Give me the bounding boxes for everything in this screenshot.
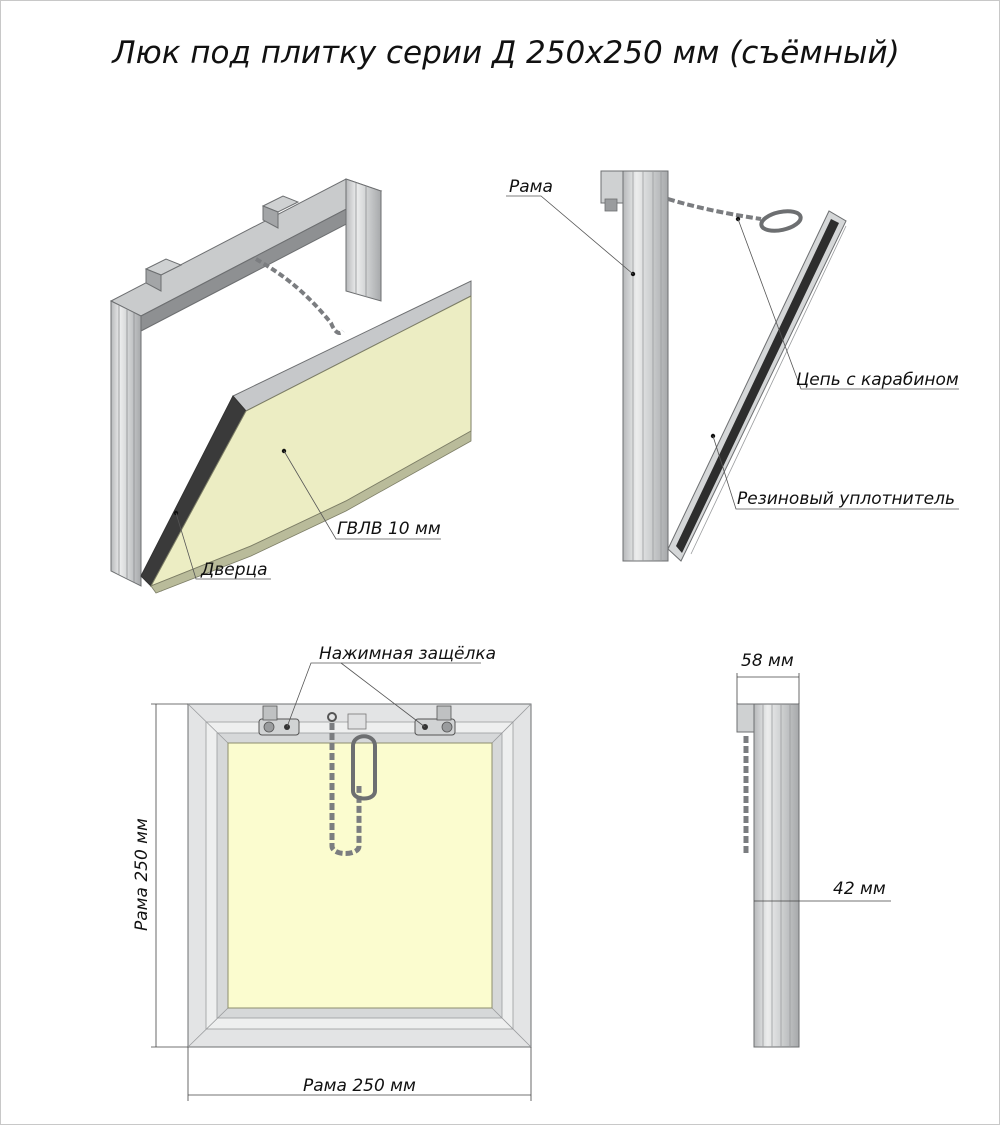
carabiner-side xyxy=(759,209,803,233)
leader-seal xyxy=(712,435,959,510)
label-latch: Нажимная защёлка xyxy=(319,644,496,664)
chain-iso xyxy=(254,257,345,335)
top-lug-right-side xyxy=(262,205,279,229)
side-closed-view: 58 мм 42 мм xyxy=(736,651,891,1048)
label-board: ГВЛВ 10 мм xyxy=(337,519,441,539)
chain-mount xyxy=(347,713,367,730)
leader-board xyxy=(283,450,441,540)
front-board xyxy=(227,742,493,1009)
frame-top-bar xyxy=(109,178,383,317)
front-view: Нажимная защёлка Рама 250 мм Рама 250 мм xyxy=(132,644,532,1101)
latch-left xyxy=(258,705,300,736)
leader-door xyxy=(175,512,271,580)
leader-chain xyxy=(737,218,959,390)
closed-latch-block xyxy=(736,703,755,733)
latch-block-side xyxy=(600,170,624,204)
frame-right-post xyxy=(345,178,382,302)
top-lug-left-side xyxy=(145,268,162,292)
leader-latch-right xyxy=(340,662,426,728)
dim-depth-total: 58 мм xyxy=(741,651,794,671)
dim-frame-height: Рама 250 мм xyxy=(132,818,152,931)
dim-depth-frame: 42 мм xyxy=(833,879,886,899)
page-title: Люк под плитку серии Д 250х250 мм (съёмн… xyxy=(111,35,899,71)
seal-side xyxy=(676,219,839,553)
door-board-iso xyxy=(149,295,472,587)
door-board-edge xyxy=(150,430,472,594)
label-frame: Рама xyxy=(509,177,553,197)
label-chain: Цепь с карабином xyxy=(796,370,959,390)
isometric-view: ГВЛВ 10 мм Дверца xyxy=(109,178,472,594)
label-door: Дверца xyxy=(200,560,268,580)
label-seal: Резиновый уплотнитель xyxy=(737,489,955,509)
leader-frame xyxy=(506,195,634,275)
latch-right xyxy=(414,705,456,736)
chain-hook xyxy=(327,712,337,722)
dim-frame-width: Рама 250 мм xyxy=(303,1076,416,1096)
side-open-view: Рама Цепь с карабином Резиновый уплотнит… xyxy=(506,170,959,562)
chain-front xyxy=(329,723,362,856)
closed-frame-profile xyxy=(753,703,800,1048)
leader-dot-door xyxy=(173,510,179,516)
carabiner-front xyxy=(351,734,377,801)
leader-latch-left xyxy=(286,662,481,728)
frame-profile xyxy=(622,170,669,562)
frame-left-post xyxy=(110,300,142,587)
chain-side xyxy=(667,197,762,221)
